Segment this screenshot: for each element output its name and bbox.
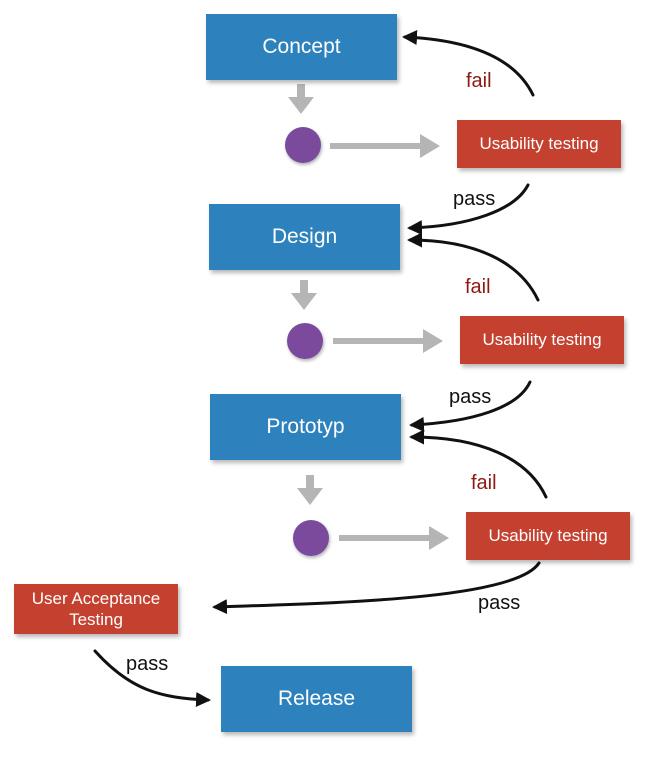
- stage-design: Design: [209, 204, 400, 270]
- stage-concept-label: Concept: [262, 35, 341, 58]
- user-acceptance-testing: User Acceptance Testing: [14, 584, 178, 634]
- right-arrow-1: [330, 134, 440, 158]
- pass-arrow-1: [407, 183, 530, 236]
- right-arrow-3: [339, 526, 449, 550]
- usability-testing-2: Usability testing: [460, 316, 624, 364]
- decision-dot-1: [285, 127, 321, 163]
- pass-label-1: pass: [453, 188, 496, 210]
- usability-testing-1: Usability testing: [457, 120, 621, 168]
- pass-arrow-3: [212, 561, 541, 615]
- user-acceptance-testing-label: User Acceptance Testing: [31, 589, 161, 629]
- fail-arrow-3: [409, 429, 548, 499]
- stage-design-label: Design: [271, 225, 338, 248]
- stage-release-label: Release: [277, 687, 356, 710]
- right-arrow-2: [333, 329, 443, 353]
- fail-label-1: fail: [466, 70, 492, 92]
- decision-dot-2: [287, 323, 323, 359]
- usability-testing-3-label: Usability testing: [488, 526, 608, 545]
- decision-dot-3: [293, 520, 329, 556]
- down-arrow-prototype: [297, 475, 323, 505]
- usability-testing-3: Usability testing: [466, 512, 630, 560]
- stage-release: Release: [221, 666, 412, 732]
- pass-label-3: pass: [478, 592, 521, 614]
- fail-arrow-1: [402, 30, 535, 97]
- usability-testing-2-label: Usability testing: [482, 330, 602, 349]
- fail-arrow-2: [407, 232, 540, 302]
- stage-concept: Concept: [206, 14, 397, 80]
- pass-arrow-4: [93, 649, 211, 707]
- pass-label-4: pass: [126, 653, 169, 675]
- fail-label-3: fail: [471, 472, 497, 494]
- pass-label-2: pass: [449, 386, 492, 408]
- down-arrow-design: [291, 280, 317, 310]
- fail-label-2: fail: [465, 276, 491, 298]
- stage-prototype: Prototyp: [210, 394, 401, 460]
- stage-prototype-label: Prototyp: [266, 415, 345, 438]
- pass-arrow-2: [409, 380, 532, 432]
- down-arrow-concept: [288, 84, 314, 114]
- usability-testing-1-label: Usability testing: [479, 134, 599, 153]
